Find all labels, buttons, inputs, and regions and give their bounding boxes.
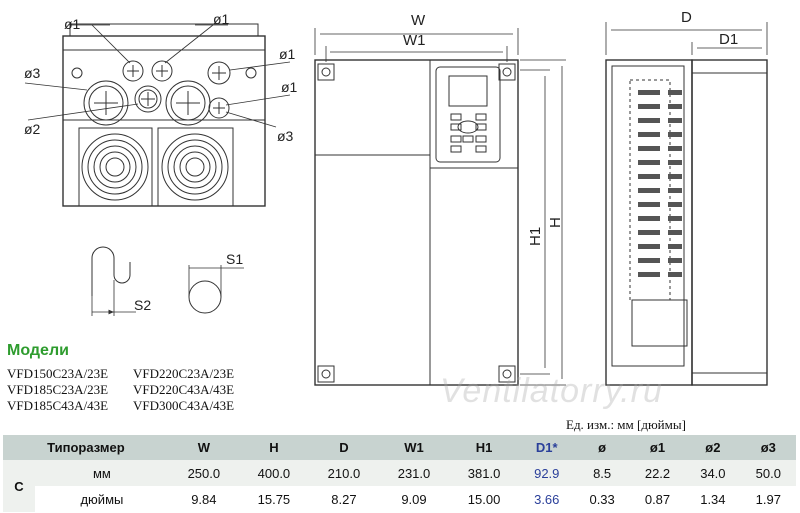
unit-cell: дюймы	[35, 486, 169, 512]
model-item: VFD150C23A/23E	[7, 366, 109, 381]
table-cell: 92.9	[519, 460, 575, 486]
models-title: Модели	[7, 342, 69, 359]
model-item: VFD220C23A/23E	[133, 366, 235, 381]
table-cell: 15.00	[449, 486, 520, 512]
label-phi3-b: ø3	[277, 128, 294, 144]
table-cell: 250.0	[168, 460, 239, 486]
table-cell: 231.0	[378, 460, 450, 486]
table-cell: 0.87	[629, 486, 686, 512]
table-cell: 381.0	[449, 460, 520, 486]
size-cell: C	[3, 460, 35, 512]
table-cell: 9.09	[378, 486, 450, 512]
watermark: Ventilatorry.ru	[440, 372, 663, 410]
label-phi1-c: ø1	[279, 46, 296, 62]
header-size: Типоразмер	[3, 435, 169, 460]
unit-cell: мм	[35, 460, 169, 486]
table-cell: 1.34	[685, 486, 741, 512]
header-phi2: ø2	[685, 435, 741, 460]
header-phi3: ø3	[740, 435, 796, 460]
table-cell: 34.0	[685, 460, 741, 486]
label-s1: S1	[226, 251, 243, 267]
unit-note: Ед. изм.: мм [дюймы]	[566, 417, 686, 432]
label-phi2: ø2	[24, 121, 41, 137]
table-cell: 22.2	[629, 460, 686, 486]
model-item: VFD300C43A/43E	[133, 398, 235, 413]
table-header-row: Типоразмер W H D W1 H1 D1* ø ø1 ø2 ø3	[3, 435, 796, 460]
header-phi: ø	[574, 435, 630, 460]
label-h1: H1	[527, 227, 544, 246]
label-phi1-d: ø1	[281, 79, 298, 95]
dimensions-table: Типоразмер W H D W1 H1 D1* ø ø1 ø2 ø3 C …	[3, 435, 796, 512]
header-h: H	[238, 435, 309, 460]
models-list: VFD150C23A/23E VFD220C23A/23E VFD185C23A…	[7, 366, 273, 414]
header-phi1: ø1	[629, 435, 686, 460]
table-cell: 1.97	[740, 486, 796, 512]
model-item: VFD220C43A/43E	[133, 382, 235, 397]
table-cell: 8.5	[574, 460, 630, 486]
table-cell: 210.0	[308, 460, 379, 486]
label-s2: S2	[134, 297, 151, 313]
model-item: VFD185C23A/23E	[7, 382, 109, 397]
label-w: W	[411, 12, 426, 29]
header-w: W	[168, 435, 239, 460]
table-cell: 8.27	[308, 486, 379, 512]
front-view	[314, 28, 566, 386]
table-cell: 15.75	[238, 486, 309, 512]
table-cell: 3.66	[519, 486, 575, 512]
label-d: D	[681, 9, 692, 26]
header-d: D	[308, 435, 379, 460]
label-d1: D1	[719, 31, 738, 48]
label-h: H	[547, 217, 564, 228]
bottom-view	[24, 23, 291, 207]
table-cell: 400.0	[238, 460, 309, 486]
table-cell: 0.33	[574, 486, 630, 512]
header-w1: W1	[378, 435, 450, 460]
side-vents	[638, 90, 682, 277]
table-row: дюймы 9.84 15.75 8.27 9.09 15.00 3.66 0.…	[3, 486, 796, 512]
table-cell: 9.84	[168, 486, 239, 512]
label-phi3-a: ø3	[24, 65, 41, 81]
side-view	[605, 22, 768, 386]
table-cell: 50.0	[740, 460, 796, 486]
header-d1: D1*	[519, 435, 575, 460]
slot-details	[91, 246, 244, 316]
label-phi1-b: ø1	[213, 11, 230, 27]
header-h1: H1	[449, 435, 520, 460]
label-w1: W1	[403, 32, 426, 49]
model-item: VFD185C43A/43E	[7, 398, 109, 413]
label-phi1-a: ø1	[64, 16, 81, 32]
table-row: C мм 250.0 400.0 210.0 231.0 381.0 92.9 …	[3, 460, 796, 512]
